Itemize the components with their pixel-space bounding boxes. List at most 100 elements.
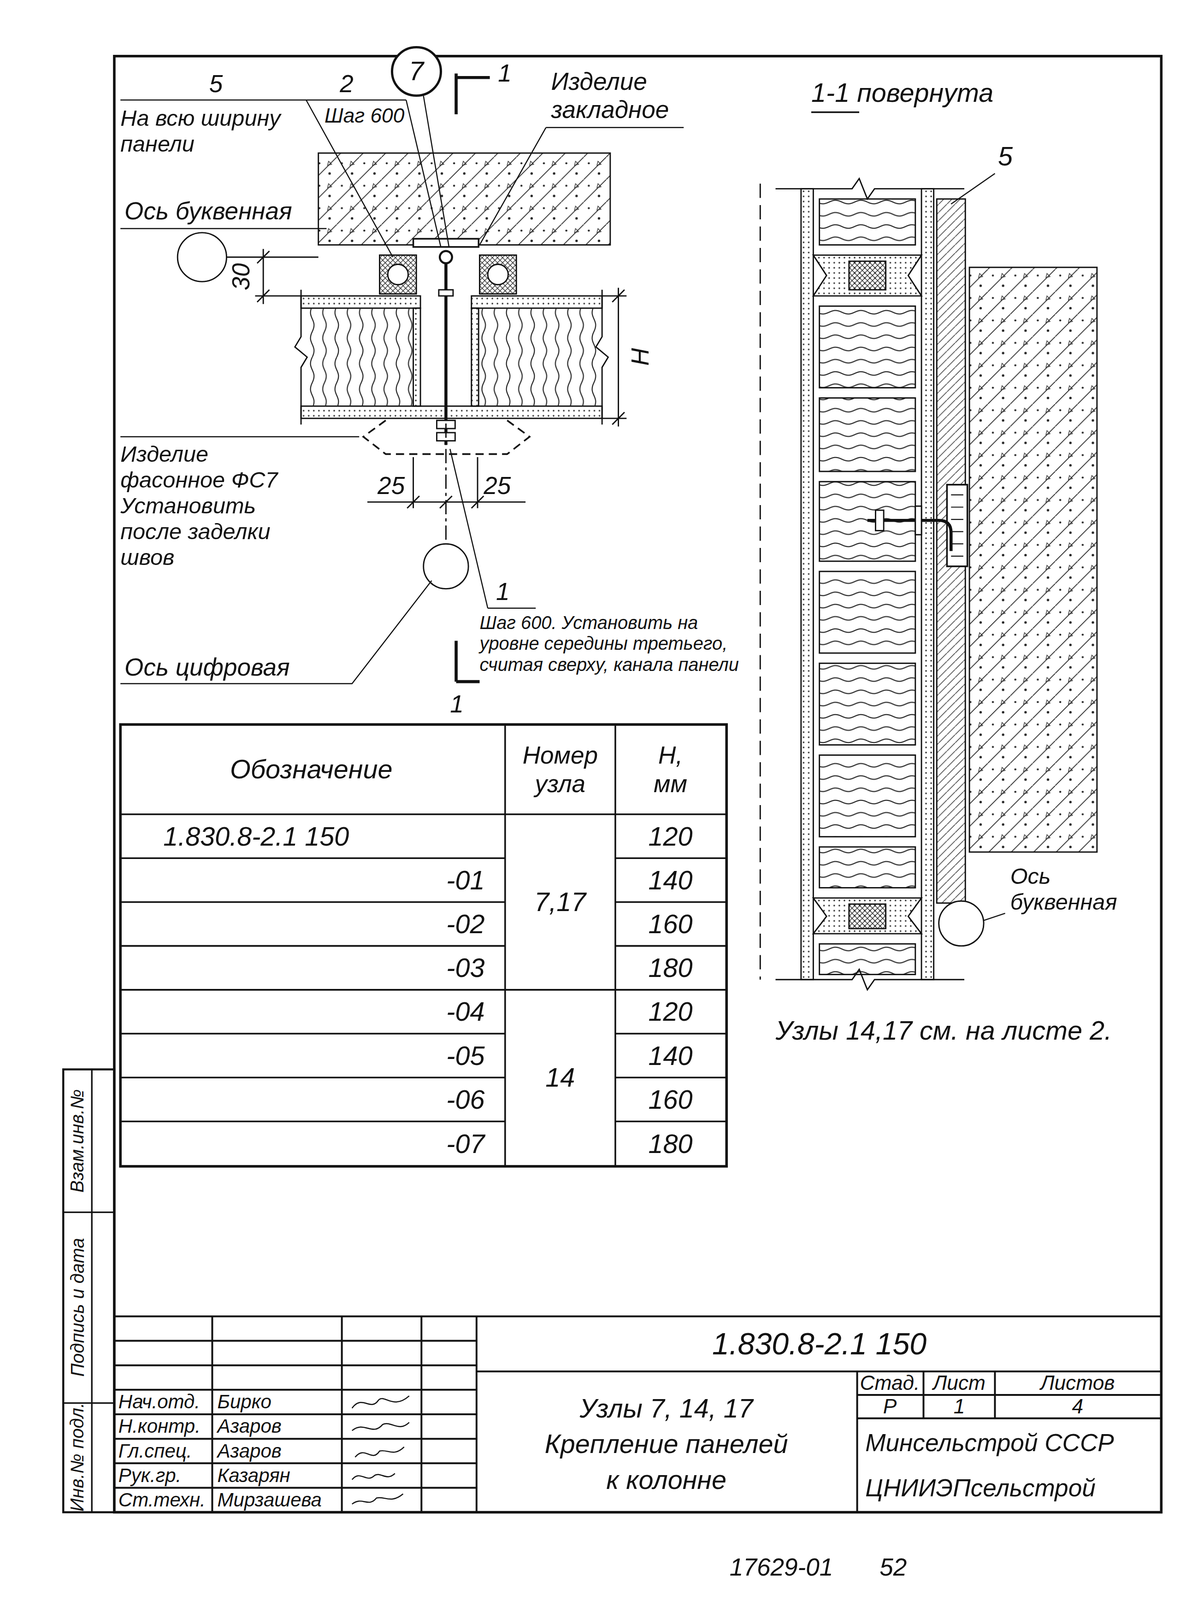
panel-joint [813,255,922,935]
table-cell: -01 [446,865,485,896]
table-cell: 120 [648,996,693,1027]
table-cell: -06 [446,1084,485,1116]
title-block-cell: 1 [953,1395,966,1419]
dimension: H [625,348,655,366]
node-number: 7 [408,58,424,85]
table-cell: 180 [648,1128,693,1160]
seal-tube-right [487,264,508,285]
organization: ЦНИИЭПсельстрой [865,1474,1096,1503]
section-title: 1-1 повернута [811,77,994,108]
break-line [775,178,965,991]
axis-label: Ось буквенная [1010,863,1154,915]
joint-seal [849,261,886,290]
title-block-cell: Рук.гр. [118,1464,182,1488]
panel-channels [819,199,916,975]
node-number-circle: 7 [390,46,443,98]
sheet-title: Крепление панелей [544,1428,789,1460]
callout-number: 5 [997,141,1013,172]
channel [819,944,916,975]
dimension: 25 [377,471,405,500]
break-line [295,289,609,425]
table-cell: -04 [446,996,485,1027]
channel [819,398,916,472]
section-mark: 1 [497,59,512,88]
note-text: На всю ширину панели [120,105,310,157]
title-block-cell: Р [883,1395,898,1419]
nut [875,510,884,531]
title-block-cell: Нач.отд. [118,1391,201,1414]
spec-table [120,724,727,1167]
stamp-strip [63,1069,115,1513]
panel-skin [471,295,602,309]
archive-number: 17629-01 [729,1553,834,1582]
table-cell: -05 [446,1040,485,1072]
title-block-cell: Азаров [217,1415,282,1438]
panel-insulation [302,308,414,407]
sheet-title: Узлы 7, 14, 17 [579,1393,753,1424]
part-name: Изделие закладное [550,67,704,124]
title-block-cell: Стад. [860,1371,921,1396]
channel [819,199,916,246]
callout-number: 1 [495,577,510,606]
leader-lines [120,95,684,684]
table-cell: 180 [648,952,693,984]
document-code: 1.830.8-2.1 150 [712,1326,927,1362]
callout-number: 5 [209,69,224,98]
title-block-lines [114,1316,1162,1513]
node-plan-detail [120,73,684,684]
seal-right [479,255,517,295]
axis-circle [177,232,227,282]
panel-insulation [478,308,600,407]
title-block-cell: Бирко [217,1391,272,1414]
channel [819,306,916,388]
bolt [444,251,448,446]
dashed-outline [759,183,762,980]
title-block-cell: Листов [1040,1371,1115,1396]
channel [819,847,916,889]
stamp-text: Подпись и дата [66,1238,89,1377]
page-number: 52 [879,1553,907,1582]
table-cell: -07 [446,1128,485,1160]
panel-skin [921,188,934,980]
seal-left [379,255,417,295]
signatures [352,1396,410,1505]
note-text: Шаг 600 [324,104,405,128]
table-header: Номер узла [509,741,612,798]
table-header: H, мм [647,741,694,798]
dimension: 25 [483,471,511,500]
channel [819,755,916,838]
embedded-plate [413,238,479,248]
title-block-cell: Азаров [217,1440,282,1463]
section-underline [811,111,860,114]
frame [114,56,1162,1513]
note-text: Узлы 14,17 см. на листе 2. [775,1015,1112,1046]
table-cell: 140 [648,865,693,896]
section-1-1-detail [760,112,1098,991]
table-cell: 14 [545,1062,575,1093]
panel-rib [413,308,421,407]
table-border [120,724,727,1167]
panel-rib [471,308,479,407]
channel [819,663,916,745]
dimension-30 [254,248,301,305]
stamp-text: Инв.№ подл. [66,1403,89,1512]
section-mark [456,73,490,682]
column-section [318,153,611,245]
axis-circle [938,901,984,946]
nut [438,289,454,296]
table-cell: -02 [446,908,485,940]
note-text: Шаг 600. Установить на уровне середины т… [479,612,753,676]
washer [915,506,922,535]
table-cell: 140 [648,1040,693,1072]
axis-line [445,423,447,544]
table-cell: 7,17 [534,886,586,918]
sheet-title: к колонне [606,1464,727,1496]
panel-skin [801,188,814,980]
sheet-frame [63,56,1162,1513]
leader-lines [950,173,1005,921]
stamp-text: Взам.инв.№ [66,1089,89,1193]
title-block-cell: 4 [1071,1395,1084,1419]
dimension-25 [367,457,526,509]
organization: Минсельстрой СССР [865,1428,1114,1458]
